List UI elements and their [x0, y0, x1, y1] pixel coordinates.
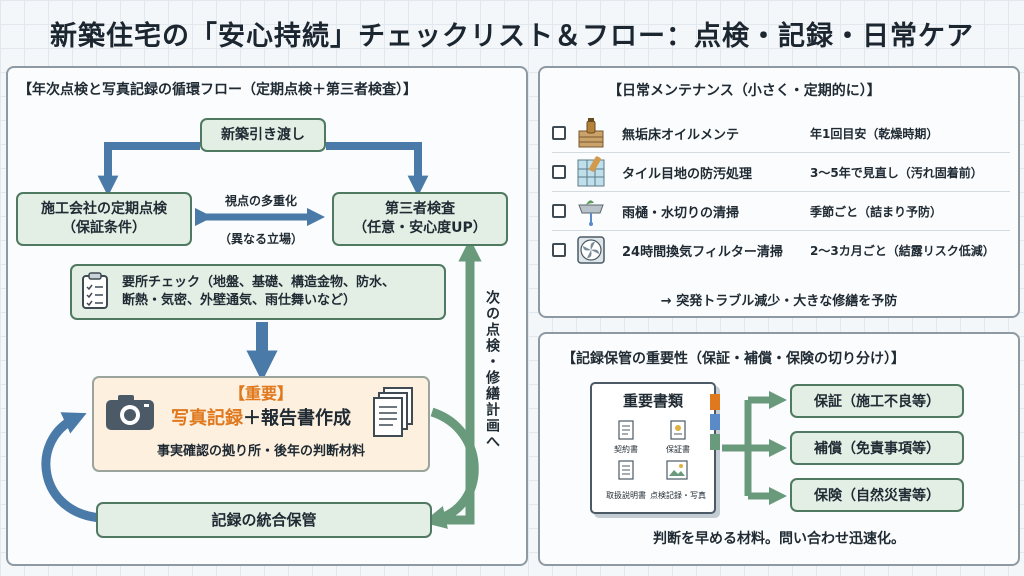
- outcome-compensation: 補償（免責事項等）: [790, 431, 964, 465]
- arrow-to-builder: [97, 142, 200, 197]
- outcome-warranty: 保証（施工不良等）: [790, 384, 964, 418]
- maintenance-task: 無垢床オイルメンテ: [622, 127, 740, 143]
- binder-tab-orange: [710, 394, 720, 410]
- maintenance-summary: → 突発トラブル減少・大きな修繕を予防: [660, 294, 898, 309]
- doc-label: 保証書: [666, 445, 690, 454]
- binder-tab-blue: [710, 414, 720, 430]
- doc-label: 点検記録・写真: [650, 491, 706, 500]
- maintenance-panel: [538, 66, 1020, 318]
- report-create-label: ＋報告書作成: [243, 408, 351, 429]
- records-panel-title: 【記録保管の重要性（保証・補償・保険の切り分け）】: [562, 351, 905, 367]
- binder-tab-green: [710, 434, 720, 450]
- next-plan-label: 次の点検・修繕計画へ: [484, 290, 500, 450]
- handover-label: 新築引き渡し: [221, 126, 305, 143]
- maintenance-checkbox-1[interactable]: [552, 126, 566, 140]
- photo-record-label: 写真記録: [171, 408, 243, 429]
- report-documents-icon: [373, 387, 413, 437]
- maintenance-list: 無垢床オイルメンテ 年1回目安（乾燥時期） タイル目地の防汚処理 3〜5年で見直…: [552, 114, 1010, 269]
- ventilation-fan-icon: [577, 236, 605, 264]
- page-title: 新築住宅の「安心持続」チェックリスト＆フロー：点検・記録・日常ケア: [50, 21, 974, 52]
- important-tag: 【重要】: [228, 384, 293, 403]
- maintenance-panel-title: 【日常メンテナンス（小さく・定期的に）】: [608, 83, 881, 99]
- outcome-label: 補償（免責事項等）: [814, 441, 940, 457]
- maintenance-item: 雨樋・水切りの清掃 季節ごと（詰まり予防）: [552, 192, 1010, 230]
- records-footer: 判断を早める材料。問い合わせ迅速化。: [653, 531, 905, 547]
- maintenance-item: タイル目地の防汚処理 3〜5年で見直し（汚れ固着前）: [552, 153, 1010, 191]
- maintenance-timing: 3〜5年で見直し（汚れ固着前）: [810, 165, 983, 180]
- outcome-label: 保険（自然災害等）: [814, 488, 940, 504]
- outcome-insurance: 保険（自然災害等）: [790, 478, 964, 512]
- manual-doc-icon: [618, 460, 634, 480]
- third-party-sub: （任意・安心度UP）: [353, 220, 487, 236]
- arrow-archive-to-photo: [41, 412, 103, 523]
- flow-panel-title: 【年次点検と写真記録の循環フロー（定期点検＋第三者検査）】: [18, 82, 417, 98]
- tile-brush-icon: [577, 156, 605, 187]
- gutter-icon: [578, 200, 604, 226]
- maintenance-checkbox-3[interactable]: [552, 204, 566, 218]
- maintenance-timing: 2〜3カ月ごと（結露リスク低減）: [810, 243, 995, 258]
- checklist-line1: 要所チェック（地盤、基礎、構造金物、防水、: [122, 275, 396, 291]
- maintenance-checkbox-4[interactable]: [552, 243, 566, 257]
- important-documents-binder: [590, 382, 716, 514]
- clipboard-icon: [82, 272, 108, 309]
- handover-box: 新築引き渡し: [200, 118, 326, 152]
- archive-box: 記録の統合保管: [96, 502, 432, 538]
- doc-label: 取扱説明書: [606, 491, 646, 500]
- maintenance-timing: 年1回目安（乾燥時期）: [810, 126, 939, 141]
- builder-inspection-box: 施工会社の定期点検 （保証条件）: [16, 192, 192, 246]
- maintenance-item: 24時間換気フィルター清掃 2〜3カ月ごと（結露リスク低減）: [552, 231, 1010, 269]
- basis-text: 事実確認の拠り所・後年の判断材料: [156, 444, 365, 459]
- photo-record-doc-icon: [666, 460, 688, 480]
- archive-label: 記録の統合保管: [211, 510, 317, 529]
- multi-view-label: 視点の多重化: [224, 194, 297, 208]
- outcome-label: 保証（施工不良等）: [814, 394, 940, 410]
- maintenance-timing: 季節ごと（詰まり予防）: [810, 204, 943, 219]
- maintenance-task: 雨樋・水切りの清掃: [622, 205, 740, 221]
- maintenance-task: 24時間換気フィルター清掃: [622, 244, 783, 260]
- doc-label: 契約書: [614, 445, 638, 454]
- builder-inspection-sub: （保証条件）: [62, 220, 146, 236]
- contract-doc-icon: [618, 420, 634, 440]
- maintenance-task: タイル目地の防汚処理: [622, 166, 753, 182]
- binder-title: 重要書類: [622, 392, 683, 410]
- maintenance-checkbox-2[interactable]: [552, 165, 566, 179]
- checklist-line2: 断熱・気密、外壁通気、雨仕舞いなど）: [122, 293, 357, 308]
- photo-record-title: 写真記録＋報告書作成: [92, 404, 430, 430]
- camera-icon: [106, 395, 154, 430]
- third-party-label: 第三者検査: [385, 201, 455, 218]
- warranty-doc-icon: [670, 420, 686, 440]
- oil-bottle-icon: [578, 118, 604, 148]
- builder-inspection-label: 施工会社の定期点検: [41, 201, 167, 218]
- different-position-label: （異なる立場）: [218, 232, 303, 246]
- third-party-inspection-box: 第三者検査 （任意・安心度UP）: [332, 192, 508, 246]
- arrow-to-third-party: [326, 142, 429, 197]
- maintenance-item: 無垢床オイルメンテ 年1回目安（乾燥時期）: [552, 114, 1010, 152]
- checklist-box: 要所チェック（地盤、基礎、構造金物、防水、 断熱・気密、外壁通気、雨仕舞いなど）: [70, 264, 446, 320]
- arrow-next-inspection: [434, 238, 482, 525]
